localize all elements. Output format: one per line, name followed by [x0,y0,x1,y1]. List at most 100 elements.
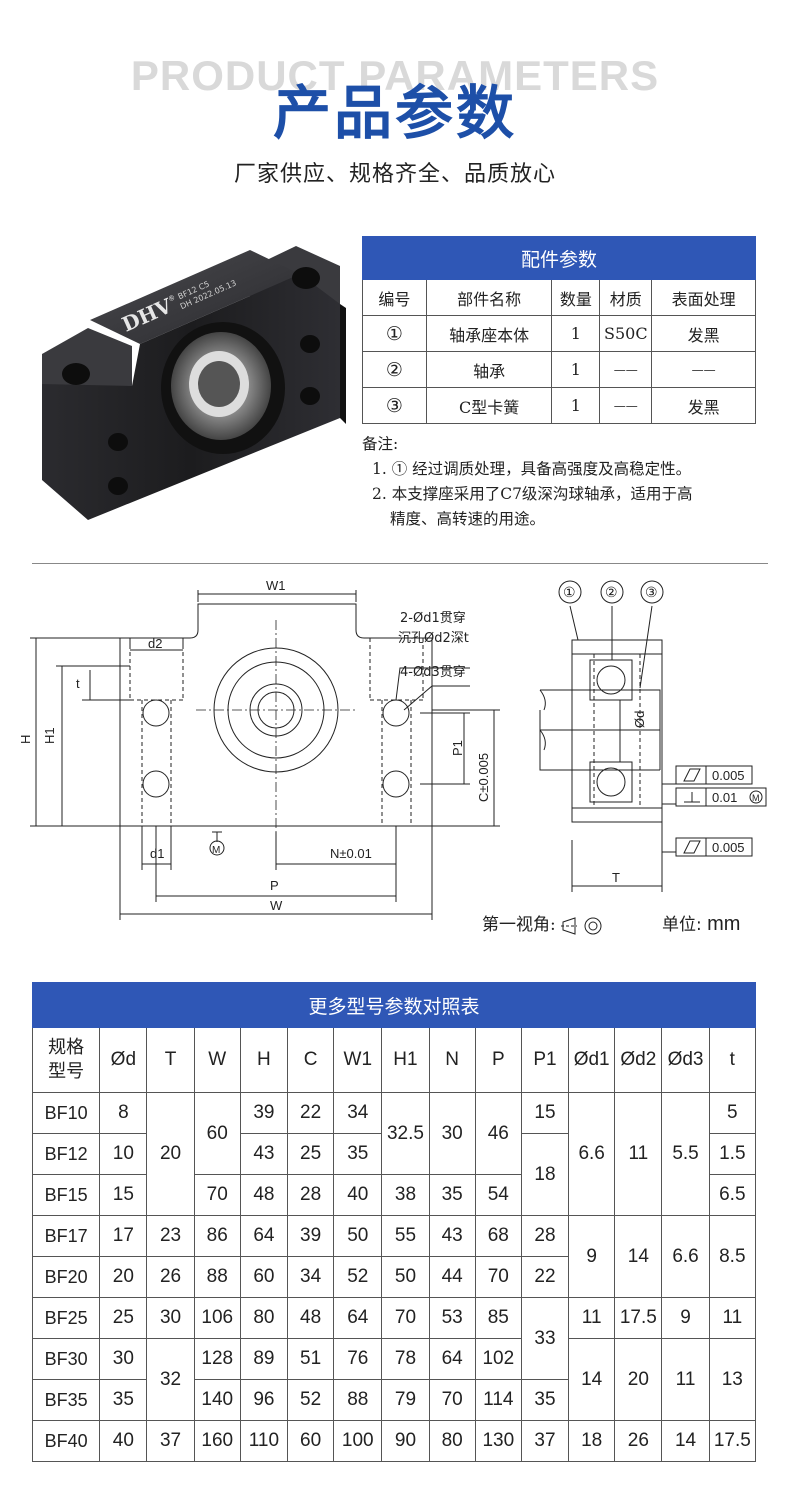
spec-header-cell: W [193,1027,241,1093]
dim-c: C±0.005 [476,753,491,802]
spec-cell: 9 [661,1297,710,1339]
spec-cell: 80 [428,1420,476,1462]
brand-mark: ® [167,293,177,303]
spec-cell: 15 [520,1092,570,1134]
spec-cell: 11 [708,1297,757,1339]
spec-cell: 50 [381,1256,430,1298]
table-row: BF30 30 32 128 89 51 76 78 64 102 14 20 … [31,1338,757,1421]
parts-cell: S50C [599,315,653,352]
spec-cell: 64 [333,1297,383,1339]
parts-table-title: 配件参数 [362,236,756,280]
spec-cell: 39 [286,1215,335,1257]
spec-cell: 17 [99,1215,148,1257]
unit-value: mm [707,913,741,935]
view-angle-text: 第一视角: [482,915,556,935]
spec-cell: 78 [381,1338,430,1380]
dim-n: N±0.01 [330,846,372,861]
spec-cell: 43 [428,1215,476,1257]
spec-cell: 106 [193,1297,241,1339]
spec-header-model-2: 型号 [48,1061,85,1082]
callout-counterbore-2: 沉孔Ød2深t [398,631,469,646]
spec-header-row: 规格型号 Ød T W H C W1 H1 N P P1 Ød1 Ød2 Ød3… [31,1027,757,1093]
parts-table-header-row: 编号 部件名称 数量 材质 表面处理 [362,279,756,316]
spec-header-model: 规格型号 [31,1027,101,1093]
model-cell: BF25 [31,1297,101,1339]
spec-cell: 26 [614,1420,663,1462]
spec-cell: 52 [286,1379,335,1421]
dim-t-side: T [612,870,620,885]
model-cell: BF30 [31,1338,101,1380]
spec-cell: 52 [333,1256,383,1298]
model-cell: BF40 [31,1420,101,1462]
parts-header-cell: 表面处理 [651,279,756,316]
dim-h: H [18,735,33,744]
part-callout-3: ③ [645,584,658,600]
spec-cell: 34 [286,1256,335,1298]
spec-cell: 20 [614,1338,663,1421]
spec-cell: 51 [286,1338,335,1380]
spec-cell: 22 [520,1256,570,1298]
notes-label: 备注: [362,435,399,453]
spec-cell: 33 [520,1297,570,1380]
dim-t: t [76,676,80,691]
spec-cell: 80 [239,1297,289,1339]
spec-cell: 70 [474,1256,522,1298]
table-row: BF17 17 23 86 64 39 50 55 43 68 28 9 14 … [31,1215,757,1298]
spec-cell: 37 [146,1420,195,1462]
parts-header-cell: 编号 [362,279,427,316]
dim-d1: d1 [150,846,164,861]
spec-cell: 30 [99,1338,148,1380]
spec-cell: 46 [474,1092,522,1175]
spec-cell: 110 [239,1420,289,1462]
spec-cell: 43 [239,1133,289,1175]
parts-cell: 发黑 [651,387,756,424]
spec-cell: 25 [99,1297,148,1339]
note-item-continued: 精度、高转速的用途。 [390,510,546,528]
spec-cell: 55 [381,1215,430,1257]
notes: 备注: 1. ① 经过调质处理，具备高强度及高稳定性。 2. 本支撑座采用了C7… [362,432,782,532]
table-row: BF20 20 26 88 60 34 52 50 44 70 22 [31,1256,756,1298]
table-row: ① 轴承座本体 1 S50C 发黑 [362,315,756,352]
parts-cell: —— [599,387,653,424]
spec-cell: 14 [614,1215,663,1298]
spec-cell: 5 [708,1092,757,1134]
spec-cell: 23 [146,1215,195,1257]
spec-cell: 1.5 [708,1133,757,1175]
spec-cell: 48 [286,1297,335,1339]
spec-cell: 60 [239,1256,289,1298]
page-subtitle: 厂家供应、规格齐全、品质放心 [233,162,556,187]
spec-cell: 64 [239,1215,289,1257]
table-row: BF35 35 140 96 52 88 79 70 114 35 [31,1379,756,1421]
table-row: BF25 25 30 106 80 48 64 70 53 85 33 11 1… [31,1297,757,1380]
part-callout-1: ① [563,584,576,600]
spec-cell: 35 [428,1174,476,1216]
parts-cell: 1 [551,387,601,424]
table-row: BF40 40 37 160 110 60 100 90 80 130 37 1… [31,1420,757,1462]
spec-cell: 8 [99,1092,148,1134]
spec-cell: 50 [333,1215,383,1257]
spec-cell: 11 [614,1092,663,1216]
table-row: ② 轴承 1 —— —— [362,351,756,388]
model-cell: BF12 [31,1133,101,1175]
parts-table: 配件参数 编号 部件名称 数量 材质 表面处理 ① 轴承座本体 1 S50C 发… [362,236,756,424]
spec-cell: 70 [428,1379,476,1421]
spec-cell: 32 [146,1338,195,1421]
product-photo: DHV ® BF12 C5 DH 2022.05.13 [42,246,346,520]
spec-header-model-1: 规格 [48,1037,85,1058]
parts-header-cell: 材质 [599,279,653,316]
spec-cell: 44 [428,1256,476,1298]
spec-cell: 96 [239,1379,289,1421]
dim-d2: d2 [148,636,162,651]
spec-cell: 102 [474,1338,522,1380]
table-row: ③ C型卡簧 1 —— 发黑 [362,387,756,424]
spec-cell: 26 [146,1256,195,1298]
mark-m: M [212,845,220,856]
spec-cell: 76 [333,1338,383,1380]
parts-cell: 轴承 [425,351,553,388]
spec-cell: 60 [286,1420,335,1462]
spec-header-cell: C [286,1027,335,1093]
tol-perp: 0.01 [712,790,737,805]
spec-cell: 6.6 [661,1215,710,1298]
dim-h1: H1 [42,727,57,744]
callout-counterbore-1: 2-Ød1贯穿 [400,610,466,626]
